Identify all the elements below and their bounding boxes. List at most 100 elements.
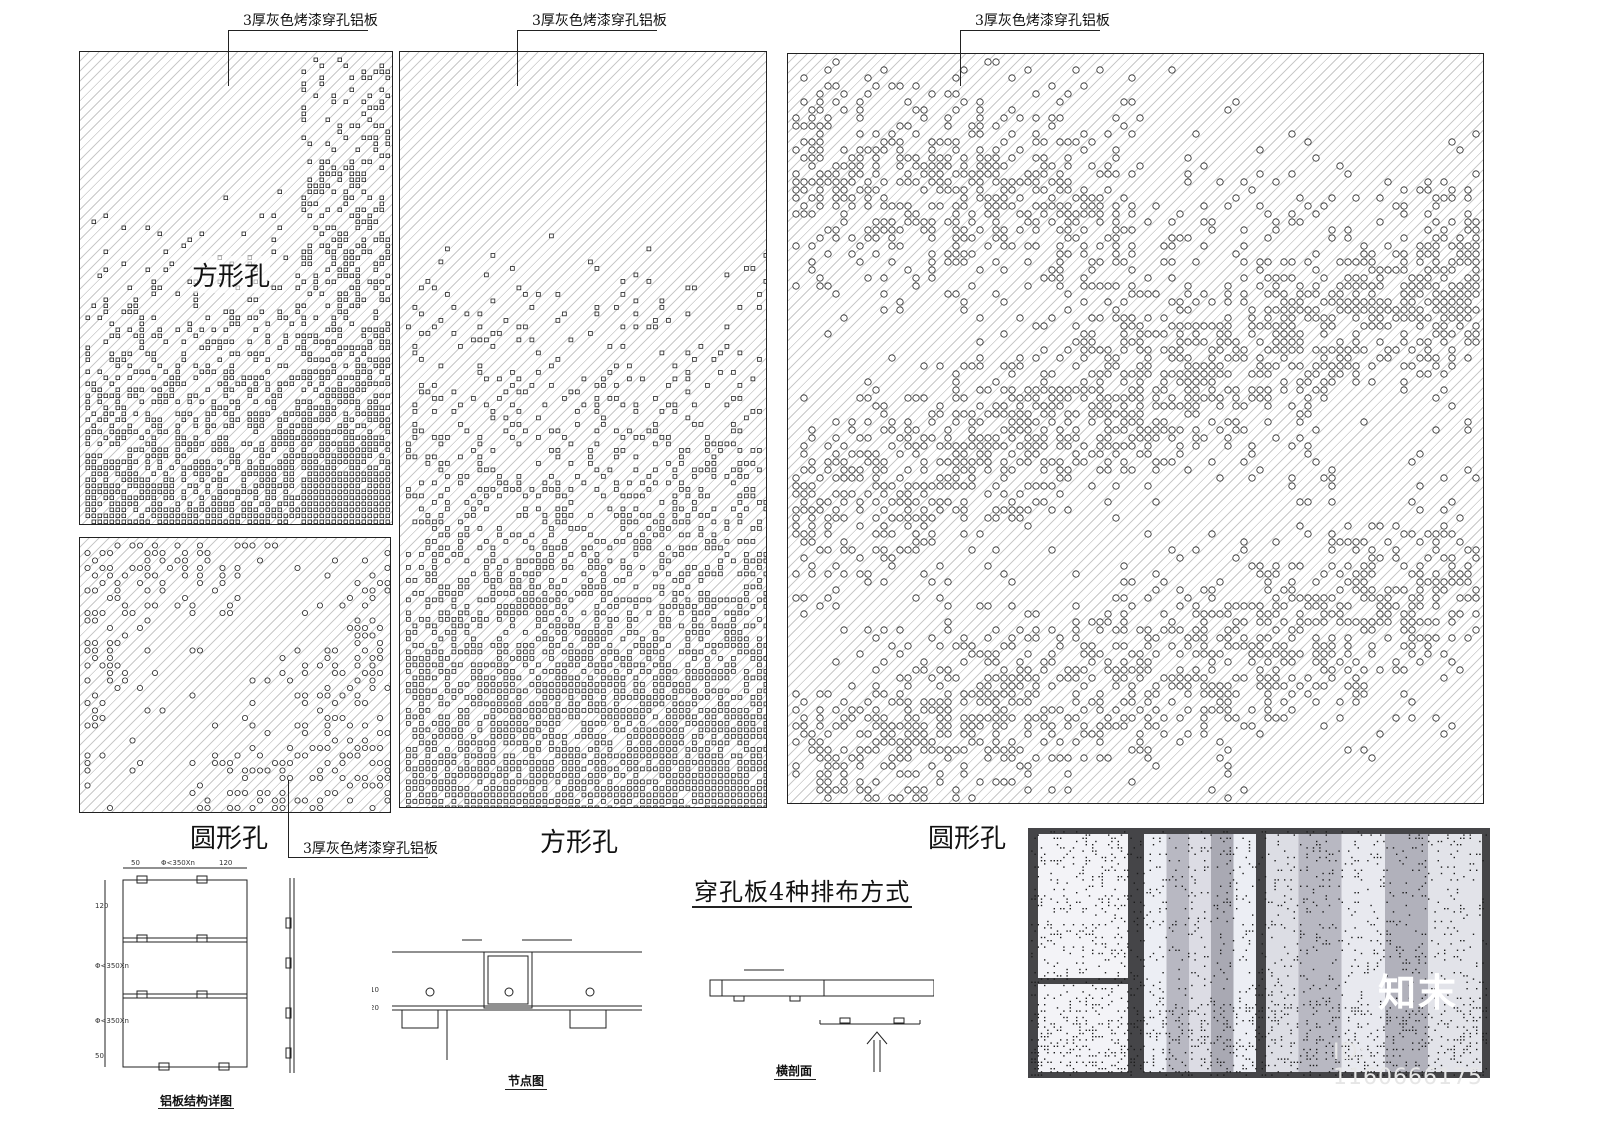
square-hole [581,571,587,577]
round-hole [872,154,880,162]
square-hole [698,779,704,785]
square-hole [85,483,90,488]
square-hole [503,669,509,674]
square-hole [373,513,378,518]
square-hole [355,459,360,464]
square-hole [337,495,342,500]
square-hole [666,734,671,739]
round-hole [1416,282,1424,290]
square-hole [711,799,717,804]
square-hole [490,701,496,707]
square-hole [627,747,632,752]
square-hole [319,453,324,458]
square-hole [325,513,330,518]
round-hole [1056,394,1064,402]
square-hole [484,272,489,278]
square-hole [607,708,613,713]
square-hole [614,396,619,401]
square-hole [679,727,684,733]
round-hole [241,774,248,781]
round-hole [1088,266,1096,274]
square-hole [640,669,645,674]
square-hole [763,714,766,720]
square-hole [85,489,90,494]
round-hole [1016,114,1024,122]
square-hole [283,363,288,368]
square-hole [301,105,306,110]
round-hole [976,530,984,538]
square-hole [464,799,470,804]
square-hole [325,267,330,272]
square-hole [549,623,554,629]
square-hole [692,734,697,739]
square-hole [343,411,348,416]
round-hole [1392,346,1400,354]
square-hole [205,315,210,320]
square-hole [620,292,626,297]
square-hole [367,345,372,350]
square-hole [163,513,168,518]
square-hole [379,459,384,464]
square-hole [331,471,336,476]
square-hole [412,675,418,681]
square-hole [711,766,717,772]
square-hole [385,141,390,146]
square-hole [731,773,736,778]
square-hole [555,734,561,739]
square-hole [477,617,483,622]
square-hole [343,489,348,494]
round-hole [1472,290,1480,298]
round-hole [1432,322,1440,330]
round-hole [1256,170,1264,178]
square-hole [646,760,652,765]
square-hole [685,721,691,726]
square-hole [763,506,766,512]
square-hole [331,225,336,230]
round-hole [968,410,976,418]
square-hole [355,213,360,218]
square-hole [385,483,390,488]
square-hole [549,487,554,492]
square-hole [445,766,450,772]
square-hole [361,435,366,440]
square-hole [568,701,574,707]
square-hole [640,636,645,642]
square-hole [181,513,186,518]
square-hole [646,792,652,798]
square-hole [620,493,626,499]
square-hole [698,493,704,499]
round-hole [1160,386,1168,394]
square-hole [175,453,180,458]
square-hole [139,399,144,404]
square-hole [432,409,437,414]
square-hole [283,255,288,260]
square-hole [640,565,645,570]
square-hole [367,249,372,254]
square-hole [685,376,691,382]
square-hole [361,111,366,116]
square-hole [692,656,697,661]
square-hole [516,337,522,343]
square-hole [653,682,658,687]
square-hole [145,429,150,434]
square-hole [737,805,743,807]
square-hole [133,369,138,374]
square-hole [503,675,509,681]
round-hole [159,580,166,587]
square-hole [659,727,665,733]
square-hole [343,417,348,422]
round-hole [369,669,376,676]
square-hole [175,423,180,428]
square-hole [692,714,697,720]
square-hole [109,429,114,434]
square-hole [181,477,186,482]
round-hole [1000,178,1008,186]
square-hole [373,399,378,404]
square-hole [737,734,743,739]
round-hole [976,338,984,346]
square-hole [406,493,411,499]
round-hole [1336,298,1344,306]
square-hole [127,375,132,380]
round-hole [1472,330,1480,338]
square-hole [679,708,684,713]
